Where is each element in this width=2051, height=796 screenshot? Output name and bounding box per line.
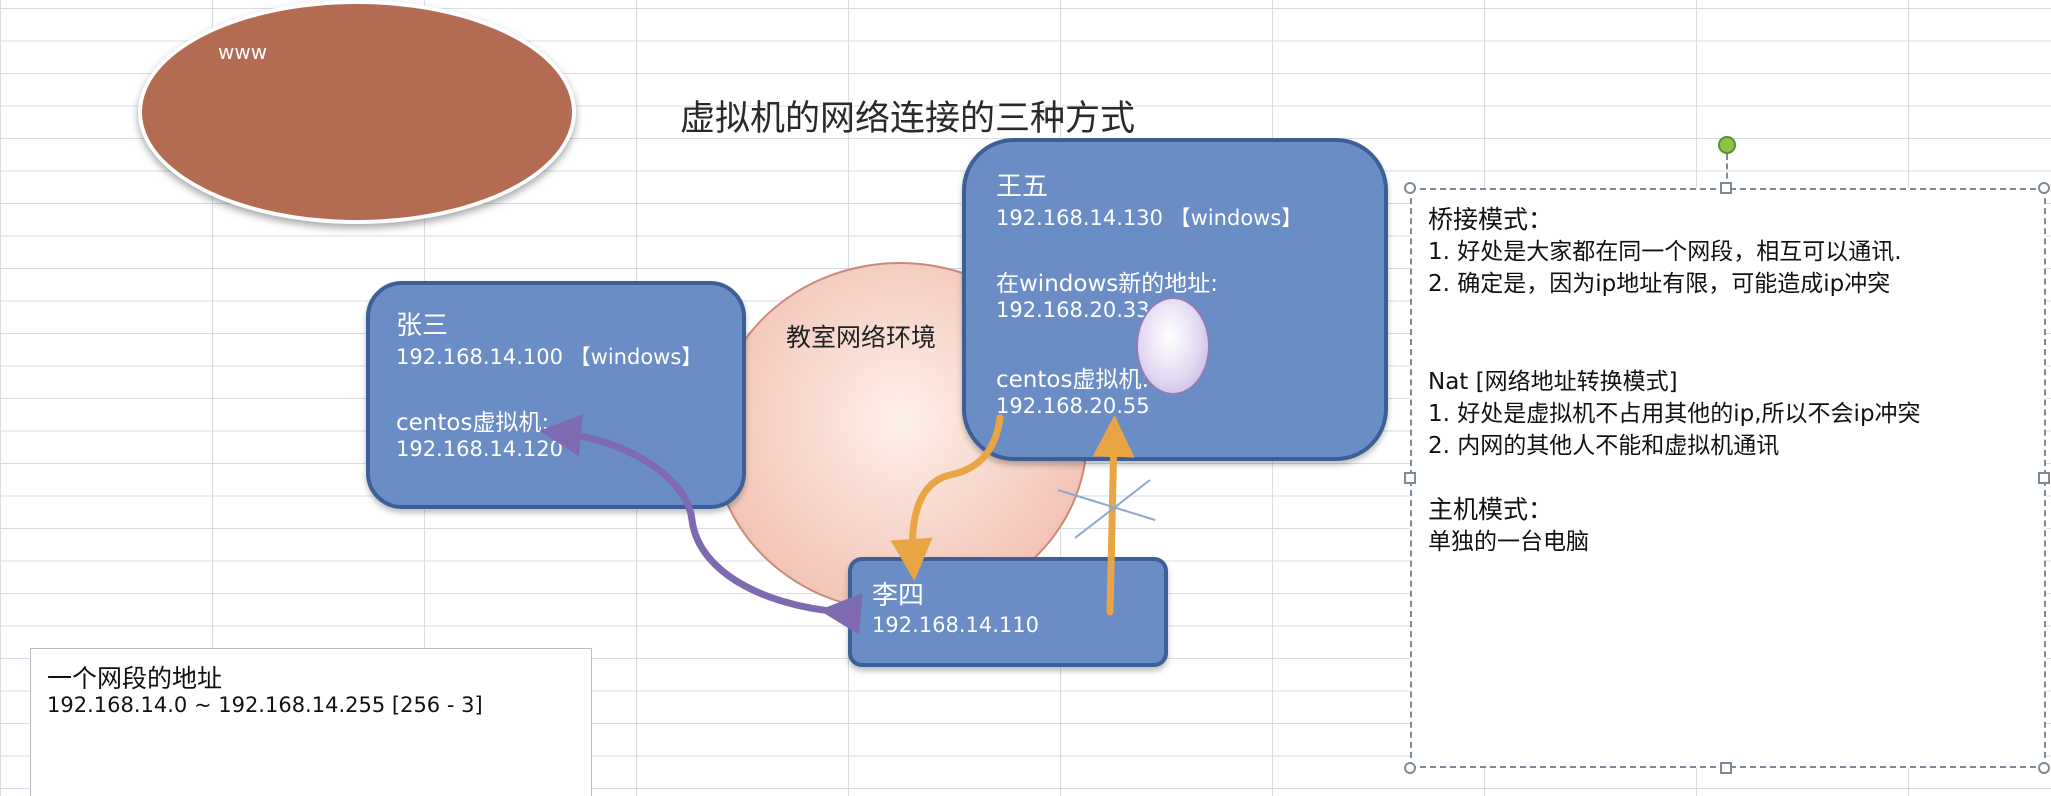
resize-handle-bottom-left[interactable] [1404, 762, 1416, 774]
resize-handle-top-left[interactable] [1404, 182, 1416, 194]
www-label: www [218, 40, 268, 64]
nat-arrow-up-to-wangwu [1092, 415, 1135, 616]
node-wangwu-new-addr-ip: 192.168.20.33 [996, 298, 1150, 322]
bridge-arrow-to-zhangsan-vm [539, 414, 863, 635]
node-wangwu-host-ip: 192.168.14.130 【windows】 [996, 206, 1303, 230]
diagram-title: 虚拟机的网络连接的三种方式 [680, 99, 1136, 139]
small-circle-shape[interactable] [1136, 297, 1210, 395]
resize-handle-bottom[interactable] [1720, 762, 1732, 774]
resize-handle-right[interactable] [2038, 472, 2050, 484]
network-modes-textbox[interactable]: 桥接模式： 1. 好处是大家都在同一个网段，相互可以通讯. 2. 确定是，因为i… [1410, 188, 2046, 768]
resize-handle-top[interactable] [1720, 182, 1732, 194]
host-mode-line-1: 单独的一台电脑 [1428, 529, 1589, 555]
cross-mark-line-2 [1074, 479, 1151, 539]
node-wangwu-new-addr-label: 在windows新的地址: [996, 271, 1218, 297]
node-zhangsan-vm-label: centos虚拟机: [396, 410, 550, 436]
nat-arrow-to-lisi [890, 414, 1004, 581]
host-mode-title: 主机模式： [1428, 495, 1554, 524]
segment-title: 一个网段的地址 [47, 664, 223, 693]
nat-mode-title: Nat [网络地址转换模式] [1428, 369, 1678, 395]
www-oval[interactable] [138, 0, 576, 224]
classroom-network-label: 教室网络环境 [786, 323, 937, 352]
resize-handle-bottom-right[interactable] [2038, 762, 2050, 774]
rotate-handle-stem [1726, 154, 1728, 188]
resize-handle-top-right[interactable] [2038, 182, 2050, 194]
node-lisi-ip: 192.168.14.110 [872, 613, 1039, 637]
node-wangwu-vm-ip: 192.168.20.55 [996, 394, 1150, 418]
network-segment-box[interactable]: 一个网段的地址 192.168.14.0 ~ 192.168.14.255 [2… [30, 648, 592, 796]
node-wangwu-name: 王五 [996, 172, 1049, 202]
cross-mark-line-1 [1057, 489, 1156, 521]
nat-mode-line-2: 2. 内网的其他人不能和虚拟机通讯 [1428, 433, 1780, 459]
segment-range: 192.168.14.0 ~ 192.168.14.255 [256 - 3] [47, 693, 483, 717]
node-zhangsan-name: 张三 [396, 311, 449, 341]
resize-handle-left[interactable] [1404, 472, 1416, 484]
rotate-handle[interactable] [1718, 136, 1736, 154]
node-lisi-name: 李四 [872, 581, 925, 611]
bridge-mode-title: 桥接模式： [1428, 205, 1554, 234]
node-wangwu-vm-label: centos虚拟机: [996, 367, 1150, 393]
nat-mode-line-1: 1. 好处是虚拟机不占用其他的ip,所以不会ip冲突 [1428, 401, 1921, 427]
bridge-mode-line-2: 2. 确定是，因为ip地址有限，可能造成ip冲突 [1428, 271, 1891, 297]
node-zhangsan-vm-ip: 192.168.14.120 [396, 437, 563, 461]
bridge-mode-line-1: 1. 好处是大家都在同一个网段，相互可以通讯. [1428, 239, 1902, 265]
node-zhangsan-host-ip: 192.168.14.100 【windows】 [396, 345, 703, 369]
